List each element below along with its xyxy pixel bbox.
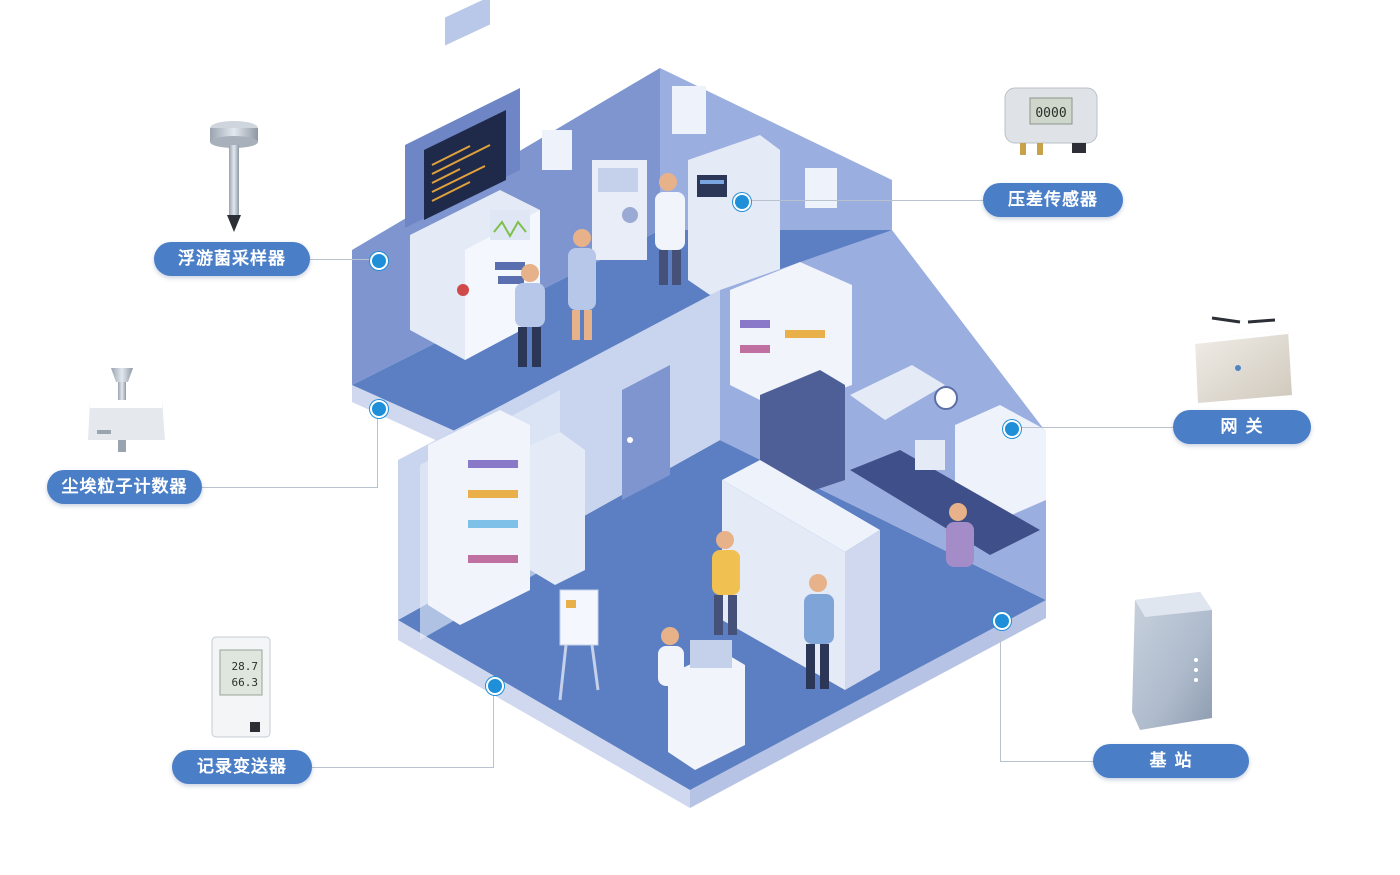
label-gateway[interactable]: 网 关 [1173, 410, 1311, 444]
recorder-reading-1: 28.7 [232, 660, 259, 673]
connector-recorder-h [312, 767, 494, 768]
connector-plankton [310, 259, 378, 260]
sensor-dot-recorder[interactable] [486, 677, 504, 695]
sensor-dot-plankton[interactable] [370, 252, 388, 270]
gateway-device [1195, 316, 1292, 403]
connector-base-h [1000, 761, 1093, 762]
person-upper-1 [515, 264, 545, 367]
person-lower-1 [712, 531, 740, 635]
label-recorder[interactable]: 记录变送器 [172, 750, 312, 784]
connector-dust-v [377, 408, 378, 488]
sensor-dot-dust[interactable] [370, 400, 388, 418]
person-lower-2 [804, 574, 834, 689]
label-dust-counter[interactable]: 尘埃粒子计数器 [47, 470, 202, 504]
connector-pressure [741, 200, 983, 201]
label-pressure-sensor[interactable]: 压差传感器 [983, 183, 1123, 217]
person-lower-4 [946, 503, 974, 567]
sensor-dot-gateway[interactable] [1003, 420, 1021, 438]
dust-counter-device [88, 368, 165, 452]
connector-recorder-v [493, 685, 494, 768]
pressure-display: 0000 [1035, 106, 1066, 121]
person-upper-3 [655, 173, 685, 285]
connector-gateway [1011, 427, 1173, 428]
person-upper-2 [568, 229, 596, 340]
label-base-station[interactable]: 基 站 [1093, 744, 1249, 778]
pressure-sensor-device: 0000 [1004, 87, 1098, 155]
connector-dust-h [202, 487, 378, 488]
sensor-dot-pressure[interactable] [733, 193, 751, 211]
base-station-device [1132, 592, 1212, 730]
lower-room [398, 230, 1046, 808]
person-lower-3 [658, 627, 684, 686]
plankton-sampler-device [210, 121, 258, 232]
connector-base-v [1000, 620, 1001, 761]
recorder-device: 28.7 66.3 [211, 636, 271, 738]
label-plankton-sampler[interactable]: 浮游菌采样器 [154, 242, 310, 276]
recorder-reading-2: 66.3 [232, 676, 259, 689]
sensor-dot-base[interactable] [993, 612, 1011, 630]
